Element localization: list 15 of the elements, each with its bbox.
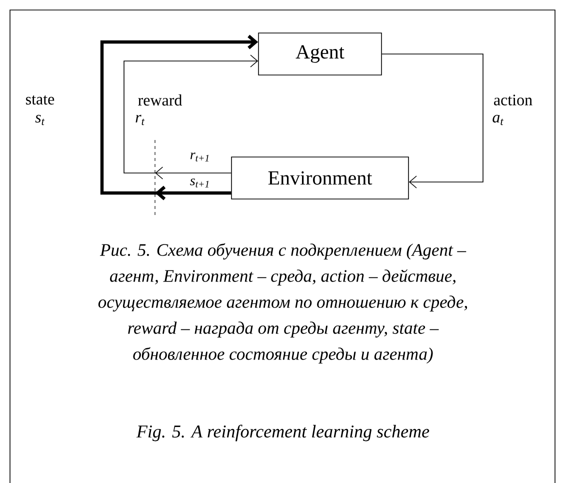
caption: Fig. 5. A reinforcement learning scheme bbox=[136, 424, 430, 442]
edge-label: action bbox=[494, 94, 532, 106]
caption: Рис. 5. Схема обучения с подкреплением (Agent – агент, Environment – среда, action – действие, осуществляемое агентом по отношению к среде, reward – награда от среды агенту, state – обновленное состояние среды и агента) bbox=[98, 243, 468, 364]
symbol-label: r$_{t}$ bbox=[136, 114, 145, 126]
arrow bbox=[100, 34, 258, 200]
symbol-label: r$_{t+1}$ bbox=[190, 152, 209, 162]
symbol-label: a$_{t}$ bbox=[492, 114, 504, 126]
environment-box: Environment bbox=[231, 156, 409, 200]
edge-label: state bbox=[26, 95, 54, 105]
symbol-label: s$_{t+1}$ bbox=[190, 178, 209, 188]
agent-box: Agent bbox=[258, 32, 382, 76]
edge-label: reward bbox=[138, 94, 182, 106]
arrow bbox=[382, 54, 484, 188]
arrow bbox=[124, 54, 258, 180]
symbol-label: s$_{t}$ bbox=[35, 114, 45, 126]
